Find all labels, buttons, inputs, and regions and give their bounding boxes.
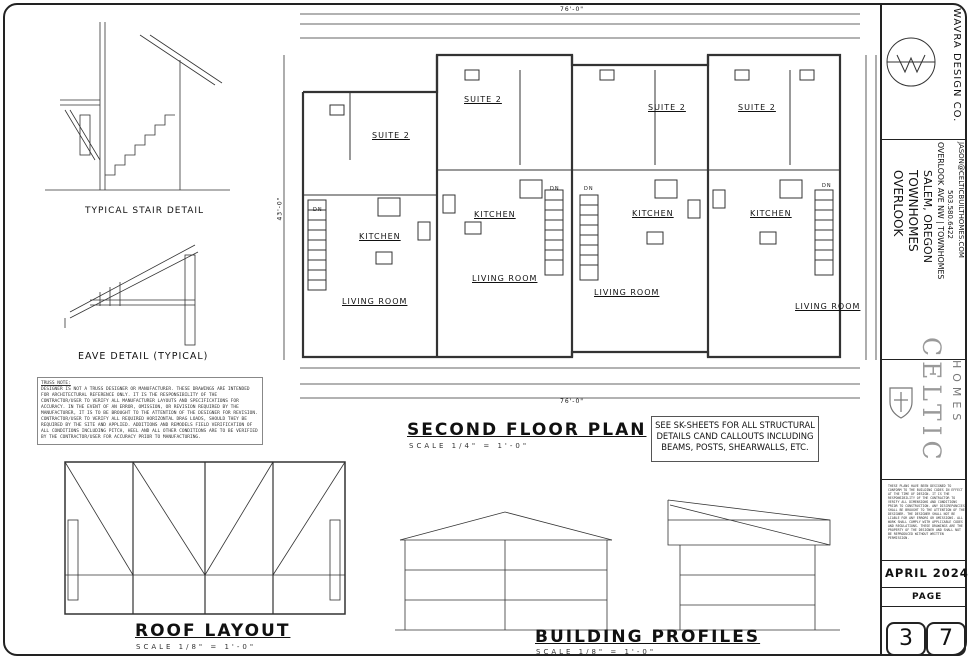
overall-depth-dimension: 43'-0"	[276, 196, 284, 221]
project-email: JASON@CELTICBUILTHOMES.COM	[957, 142, 965, 258]
sk-sheets-note: SEE SK-SHEETS FOR ALL STRUCTURAL DETAILS…	[651, 416, 819, 462]
page-total: 7	[926, 622, 966, 656]
roof-layout-title: ROOF LAYOUT	[135, 621, 291, 641]
project-name-line2: TOWNHOMES	[906, 170, 920, 252]
roof-layout-scale: SCALE 1/8" = 1'-0"	[136, 643, 257, 651]
title-block-logo-cell	[882, 3, 967, 140]
stair-detail-title: TYPICAL STAIR DETAIL	[85, 206, 205, 216]
eave-detail-drawing	[64, 244, 199, 346]
unit-3-stair-dn: DN	[584, 186, 594, 192]
unit-4-kitchen-label: KITCHEN	[750, 209, 792, 218]
project-city: SALEM, OREGON	[921, 170, 934, 263]
title-block-divider	[880, 3, 882, 656]
project-address: OVERLOOK AVE NW | TOWNHOMES	[936, 142, 945, 280]
title-block-date-cell	[882, 560, 967, 588]
unit-1-suite-label: SUITE 2	[372, 131, 410, 140]
sheet-border	[3, 3, 967, 656]
overall-width-dimension-bottom: 76'-0"	[560, 398, 585, 405]
truss-note-heading: TRUSS NOTE:	[41, 381, 71, 386]
builder-name: CELTIC	[917, 337, 946, 465]
building-profiles-title: BUILDING PROFILES	[535, 627, 761, 647]
disclaimer-note: THESE PLANS HAVE BEEN DESIGNED TO CONFOR…	[888, 484, 965, 540]
roof-layout-drawing	[64, 461, 346, 615]
truss-note-box: TRUSS NOTE: DESIGNER IS NOT A TRUSS DESI…	[37, 377, 263, 445]
unit-2-living-room-label: LIVING ROOM	[472, 274, 538, 283]
overall-width-dimension: 76'-0"	[560, 6, 585, 13]
builder-shield-icon	[889, 387, 913, 419]
building-profiles-scale: SCALE 1/8" = 1'-0"	[536, 648, 657, 656]
firm-logo-text: WAVRA DESIGN CO.	[951, 8, 962, 123]
sheet-date: APRIL 2024	[885, 566, 969, 580]
project-phone: 503.580.6422	[946, 190, 954, 239]
unit-4-stair-dn: DN	[822, 183, 832, 189]
unit-2-kitchen-label: KITCHEN	[474, 210, 516, 219]
unit-1-kitchen-label: KITCHEN	[359, 232, 401, 241]
unit-2-suite-label: SUITE 2	[464, 95, 502, 104]
builder-sub: HOMES	[950, 360, 963, 426]
unit-3-living-room-label: LIVING ROOM	[594, 288, 660, 297]
unit-1-living-room-label: LIVING ROOM	[342, 297, 408, 306]
project-name-line1: OVERLOOK	[891, 170, 905, 237]
truss-note-body: DESIGNER IS NOT A TRUSS DESIGNER OR MANU…	[41, 387, 258, 440]
stair-detail-drawing	[45, 22, 230, 191]
firm-logo-mark	[886, 37, 936, 87]
unit-3-suite-label: SUITE 2	[648, 103, 686, 112]
unit-3-kitchen-label: KITCHEN	[632, 209, 674, 218]
page-label: PAGE	[912, 592, 943, 602]
second-floor-plan-scale: SCALE 1/4" = 1'-0"	[409, 442, 530, 450]
floor-plan-drawing	[283, 13, 877, 399]
title-block-page-label-cell	[882, 586, 967, 607]
title-block-project-cell	[882, 139, 967, 360]
second-floor-plan-title: SECOND FLOOR PLAN	[407, 420, 647, 440]
title-block-builder-cell	[882, 359, 967, 480]
building-profiles-drawing	[395, 499, 840, 631]
unit-2-stair-dn: DN	[550, 186, 560, 192]
page-number: 3	[886, 622, 926, 656]
unit-4-suite-label: SUITE 2	[738, 103, 776, 112]
unit-4-living-room-label: LIVING ROOM	[795, 302, 861, 311]
eave-detail-title: EAVE DETAIL (TYPICAL)	[78, 351, 209, 362]
unit-1-stair-dn: DN	[313, 207, 323, 213]
